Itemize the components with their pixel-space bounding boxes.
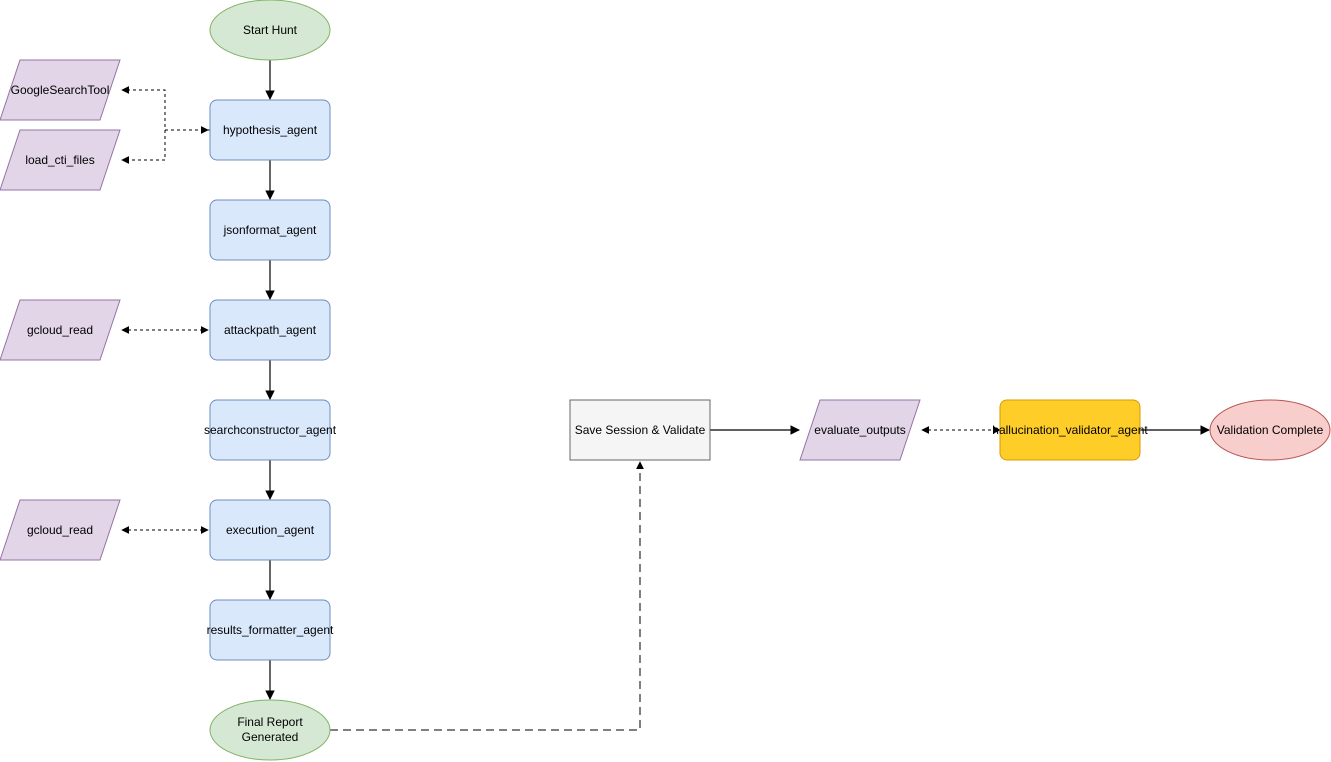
- hypothesis-agent-node[interactable]: [209, 99, 331, 161]
- edges-main-flow: [265, 60, 1210, 700]
- load-cti-files-node[interactable]: [0, 129, 121, 191]
- attackpath-agent-node[interactable]: [209, 299, 331, 361]
- save-session-node[interactable]: [569, 399, 711, 461]
- start-hunt-node[interactable]: [209, 0, 331, 61]
- results-formatter-agent-node[interactable]: [209, 599, 331, 661]
- edge-hypothesis-to-google-search: [121, 86, 210, 131]
- jsonformat-agent-node[interactable]: [209, 199, 331, 261]
- gcloud-read-node-2[interactable]: [0, 499, 121, 561]
- gcloud-read-node-1[interactable]: [0, 299, 121, 361]
- edge-hypothesis-to-load-cti: [121, 130, 166, 164]
- searchconstructor-agent-node[interactable]: [209, 399, 331, 461]
- execution-agent-node[interactable]: [209, 499, 331, 561]
- final-report-node[interactable]: [209, 699, 331, 761]
- edge-final-report-to-save-session: [330, 461, 644, 731]
- google-search-tool-node[interactable]: [0, 59, 121, 121]
- hallucination-validator-agent-node[interactable]: [999, 399, 1141, 461]
- edges-tool-connections: [121, 86, 1001, 534]
- evaluate-outputs-node[interactable]: [799, 399, 921, 461]
- validation-complete-node[interactable]: [1209, 399, 1331, 461]
